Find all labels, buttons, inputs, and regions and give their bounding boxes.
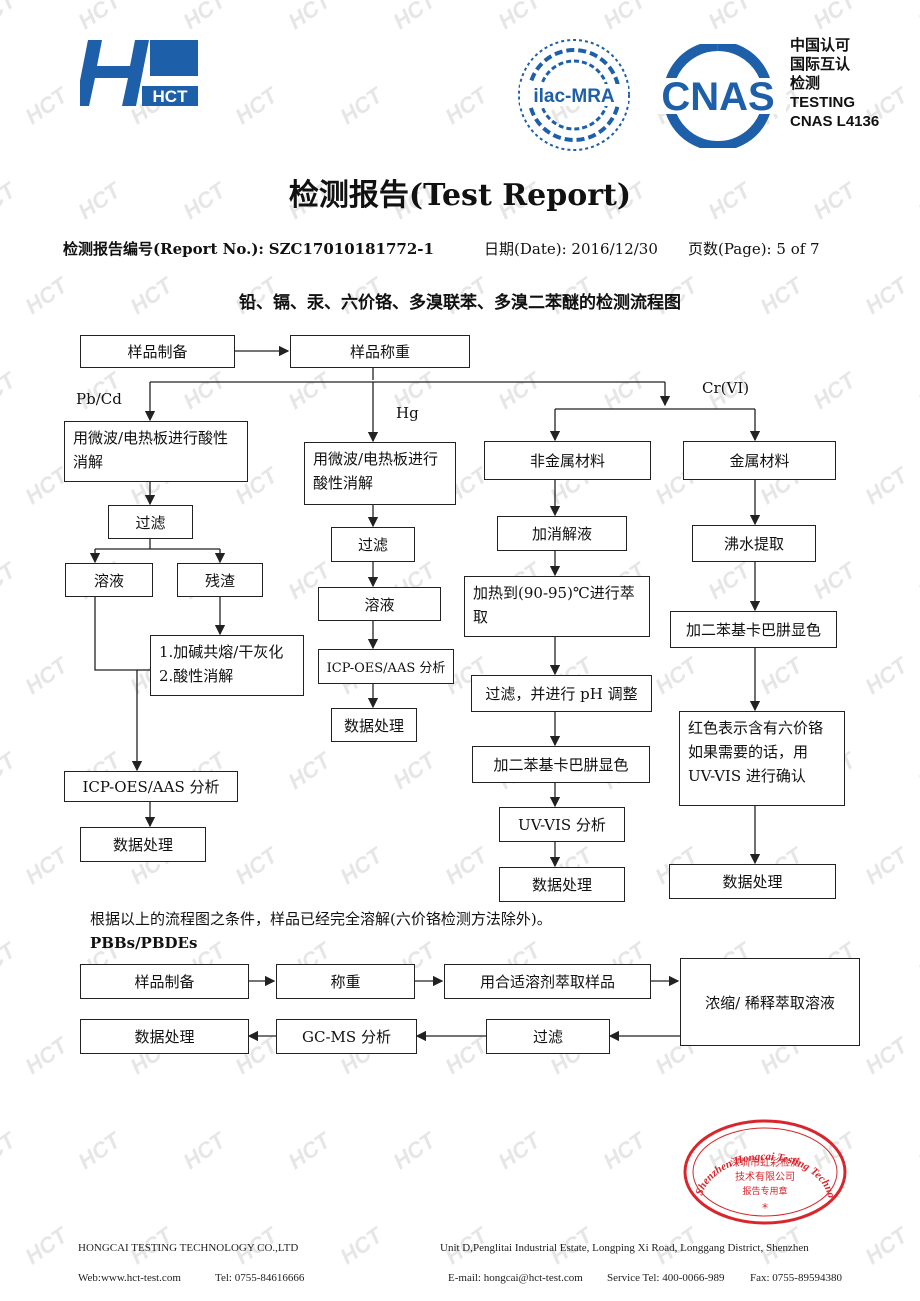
hg-solution-box: 溶液 bbox=[318, 587, 441, 621]
report-number: 检测报告编号(Report No.): SZC17010181772-1 bbox=[63, 240, 434, 258]
pbcd-filter-box: 过滤 bbox=[108, 505, 193, 539]
footer-address: Unit D,Penglitai Industrial Estate, Long… bbox=[440, 1242, 809, 1254]
pbcd-data-box: 数据处理 bbox=[80, 827, 206, 862]
nonmetal-uv-box: UV-VIS 分析 bbox=[499, 807, 625, 842]
svg-text:CNAS: CNAS bbox=[661, 75, 774, 119]
footer-fax: Fax: 0755-89594380 bbox=[750, 1272, 842, 1284]
sample-prep-box: 样品制备 bbox=[80, 335, 235, 368]
label-crvi: Cr(VI) bbox=[702, 379, 750, 397]
report-page: 页数(Page): 5 of 7 bbox=[688, 240, 820, 258]
metal-head-box: 金属材料 bbox=[683, 441, 836, 480]
dissolution-note: 根据以上的流程图之条件，样品已经完全溶解(六价铬检测方法除外)。 bbox=[90, 910, 552, 928]
ilac-mra-logo: ilac-MRA bbox=[518, 39, 630, 151]
pbcd-analysis-box: ICP-OES/AAS 分析 bbox=[64, 771, 238, 802]
footer-email: E-mail: hongcai@hct-test.com bbox=[448, 1272, 583, 1284]
f2-filter-box: 过滤 bbox=[486, 1019, 610, 1054]
metal-color-box: 加二苯基卡巴肼显色 bbox=[670, 611, 837, 648]
pbcd-digest-box: 用微波/电热板进行酸性消解 bbox=[64, 421, 248, 482]
pbcd-residue-box: 残渣 bbox=[177, 563, 263, 597]
report-title: 检测报告(Test Report) bbox=[288, 178, 632, 213]
sample-weigh-box: 样品称重 bbox=[290, 335, 470, 368]
pbb-pbde-label: PBBs/PBDEs bbox=[90, 934, 198, 952]
hg-analysis-box: ICP-OES/AAS 分析 bbox=[318, 649, 454, 684]
f2-gcms-box: GC-MS 分析 bbox=[276, 1019, 417, 1054]
nonmetal-data-box: 数据处理 bbox=[499, 867, 625, 902]
cnas-accreditation-text: 中国认可 国际互认 检测 TESTING CNAS L4136 bbox=[790, 37, 880, 130]
f2-data-box: 数据处理 bbox=[80, 1019, 249, 1054]
cnas-logo: CNAS bbox=[650, 44, 786, 148]
svg-text:深圳市虹彩检测: 深圳市虹彩检测 bbox=[730, 1156, 800, 1169]
metal-data-box: 数据处理 bbox=[669, 864, 836, 899]
nonmetal-color-box: 加二苯基卡巴肼显色 bbox=[472, 746, 650, 783]
company-stamp: Shenzhen Hongcai Testing Technology Co.,… bbox=[682, 1118, 847, 1225]
nonmetal-filter-box: 过滤，并进行 pH 调整 bbox=[471, 675, 652, 712]
hg-digest-box: 用微波/电热板进行酸性消解 bbox=[304, 442, 456, 505]
hct-logo: HCT bbox=[80, 40, 198, 106]
footer-company: HONGCAI TESTING TECHNOLOGY CO.,LTD bbox=[78, 1242, 299, 1254]
hg-filter-box: 过滤 bbox=[331, 527, 415, 562]
f2-prep-box: 样品制备 bbox=[80, 964, 249, 999]
flow-chart-title: 铅、镉、汞、六价铬、多溴联苯、多溴二苯醚的检测流程图 bbox=[239, 293, 681, 313]
footer-web: Web:www.hct-test.com bbox=[78, 1272, 181, 1284]
svg-text:HCT: HCT bbox=[153, 87, 189, 106]
pbcd-solution-box: 溶液 bbox=[65, 563, 153, 597]
report-date: 日期(Date): 2016/12/30 bbox=[484, 240, 658, 258]
f2-weigh-box: 称重 bbox=[276, 964, 415, 999]
footer-tel: Tel: 0755-84616666 bbox=[215, 1272, 305, 1284]
svg-text:*: * bbox=[762, 1201, 768, 1215]
label-hg: Hg bbox=[396, 404, 419, 422]
label-pbcd: Pb/Cd bbox=[76, 390, 122, 408]
f2-extract-box: 用合适溶剂萃取样品 bbox=[444, 964, 651, 999]
nonmetal-add-box: 加消解液 bbox=[497, 516, 627, 551]
hg-data-box: 数据处理 bbox=[331, 708, 417, 742]
metal-boil-box: 沸水提取 bbox=[692, 525, 816, 562]
nonmetal-heat-box: 加热到(90-95)℃进行萃取 bbox=[464, 576, 650, 637]
nonmetal-head-box: 非金属材料 bbox=[484, 441, 651, 480]
f2-concentrate-box: 浓缩/ 稀释萃取溶液 bbox=[680, 958, 860, 1046]
svg-text:ilac-MRA: ilac-MRA bbox=[533, 86, 615, 107]
footer-service-tel: Service Tel: 400-0066-989 bbox=[607, 1272, 725, 1284]
svg-text:技术有限公司: 技术有限公司 bbox=[735, 1170, 795, 1183]
svg-text:报告专用章: 报告专用章 bbox=[742, 1185, 787, 1197]
